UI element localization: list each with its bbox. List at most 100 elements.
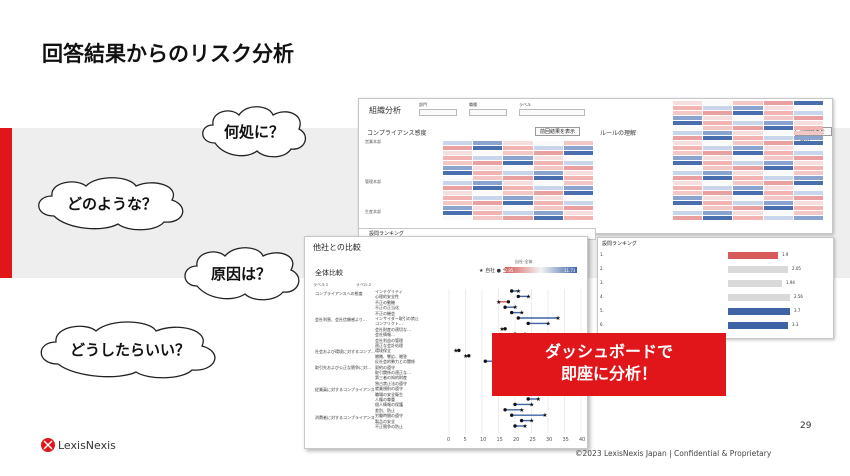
heatmap-cell (703, 166, 733, 170)
all-dot (510, 289, 514, 293)
heatmap-cell (733, 121, 763, 125)
heatmap-cell (733, 196, 763, 200)
heatmap-cell (473, 151, 503, 155)
heatmap-cell (533, 216, 563, 220)
heatmap-cell (533, 191, 563, 195)
x-tick: 10 (480, 437, 487, 443)
heatmap-cell (793, 116, 823, 120)
ranking-value: 3.3 (792, 322, 799, 327)
heatmap-cell (733, 186, 763, 190)
heatmap-cell (473, 146, 503, 150)
heatmap-cell (533, 186, 563, 190)
compliance-section-label: コンプライアンス感度 (367, 130, 427, 137)
heatmap-cell (703, 201, 733, 205)
x-tick: 25 (529, 437, 536, 443)
heatmap-cell (793, 206, 823, 210)
heatmap-cell (763, 196, 793, 200)
comparison-item-label: インサイダー取引の禁止 (375, 316, 419, 321)
comparison-item-label: 不正の動機 (375, 299, 395, 305)
heatmap-cell (473, 166, 503, 170)
heatmap-cell (733, 181, 763, 185)
heatmap-cell (703, 196, 733, 200)
x-tick: 30 (546, 437, 553, 443)
heatmap-cell (733, 171, 763, 175)
heatmap-cell (793, 211, 823, 215)
heatmap-cell (763, 206, 793, 210)
heatmap-cell (563, 151, 593, 155)
heatmap-cell (503, 196, 533, 200)
ranking-value: 1.94 (786, 280, 795, 285)
heatmap-cell (763, 161, 793, 165)
all-dot (526, 321, 530, 326)
own-star: ★ (519, 407, 524, 414)
heatmap-cell (793, 131, 823, 135)
heatmap-cell (793, 161, 823, 165)
heatmap-cell (703, 111, 733, 115)
comparison-item-label: 適正な会計処理 (375, 343, 403, 348)
heatmap-cell (533, 141, 563, 145)
dashboard-title: 組織分析 (369, 106, 401, 115)
heatmap-cell (733, 136, 763, 140)
heatmap-cell (673, 116, 703, 120)
heatmap-cell (563, 181, 593, 185)
heatmap-cell (733, 216, 763, 220)
lexisnexis-logo (40, 437, 200, 455)
heatmap-cell (733, 151, 763, 155)
comparison-item-label: 職場の安全衛生 (375, 391, 403, 397)
own-star: ★ (519, 310, 524, 317)
cloud-what-text: どのような？ (66, 194, 157, 213)
heatmap-cell (673, 101, 703, 105)
heatmap-cell (673, 186, 703, 190)
show-prev-button[interactable]: 前回結果を表示 (535, 127, 581, 136)
heatmap-cell (703, 121, 733, 125)
cloud-what: どのような？ (30, 174, 194, 232)
comparison-subtitle: 全体比較 (315, 269, 343, 277)
filter-dept[interactable] (419, 109, 457, 116)
heatmap-cell (703, 191, 733, 195)
heatmap-cell (733, 101, 763, 105)
ranking-value: 2.05 (792, 266, 801, 271)
x-tick: 15 (496, 437, 503, 443)
ranking-bar (728, 252, 778, 259)
heatmap-cell (533, 206, 563, 210)
heatmap-cell (473, 181, 503, 185)
rule-section-label: ルールの理解 (600, 130, 637, 137)
own-star: ★ (529, 418, 534, 425)
heatmap-cell (793, 186, 823, 190)
heatmap-cell (443, 171, 473, 175)
heatmap-cell (443, 196, 473, 200)
comparison-item-label: 不正の機会 (375, 310, 395, 316)
comparison-item-label: 反社会的勢力との関係 (375, 359, 415, 365)
heatmap-cell (733, 131, 763, 135)
all-dot (506, 300, 511, 304)
heatmap-cell (793, 181, 823, 185)
comparison-group-label: コンプライアンスへの態度 (315, 291, 363, 296)
heatmap-cell (673, 151, 703, 155)
heatmap-cell (703, 206, 733, 210)
comparison-group-label: 消費者に対するコンプライアンス (315, 415, 375, 420)
all-dot (519, 418, 524, 423)
heatmap-cell (563, 156, 593, 160)
heatmap-cell (533, 151, 563, 155)
heatmap-cell (673, 216, 703, 220)
logo-text: LexisNexis (58, 439, 116, 452)
heatmap-compliance (443, 141, 593, 220)
heatmap-cell (673, 161, 703, 165)
heatmap-cell (673, 201, 703, 205)
heatmap-cell (763, 151, 793, 155)
slide-title: 回答結果からのリスク分析 (42, 42, 294, 66)
heatmap-cell (733, 206, 763, 210)
heatmap-cell (563, 186, 593, 190)
filter-label[interactable] (519, 109, 585, 116)
heatmap-cell (673, 206, 703, 210)
heatmap-cell (563, 201, 593, 205)
heatmap-cell (533, 156, 563, 160)
own-star: ★ (529, 401, 534, 408)
filter-job[interactable] (469, 109, 507, 116)
x-tick: 0 (447, 437, 451, 443)
all-dot (510, 310, 514, 315)
heatmap-cell (673, 146, 703, 150)
heatmap-cell (443, 211, 473, 215)
cloud-cause-text: 原因は？ (210, 264, 271, 283)
heatmap-cell (703, 101, 733, 105)
